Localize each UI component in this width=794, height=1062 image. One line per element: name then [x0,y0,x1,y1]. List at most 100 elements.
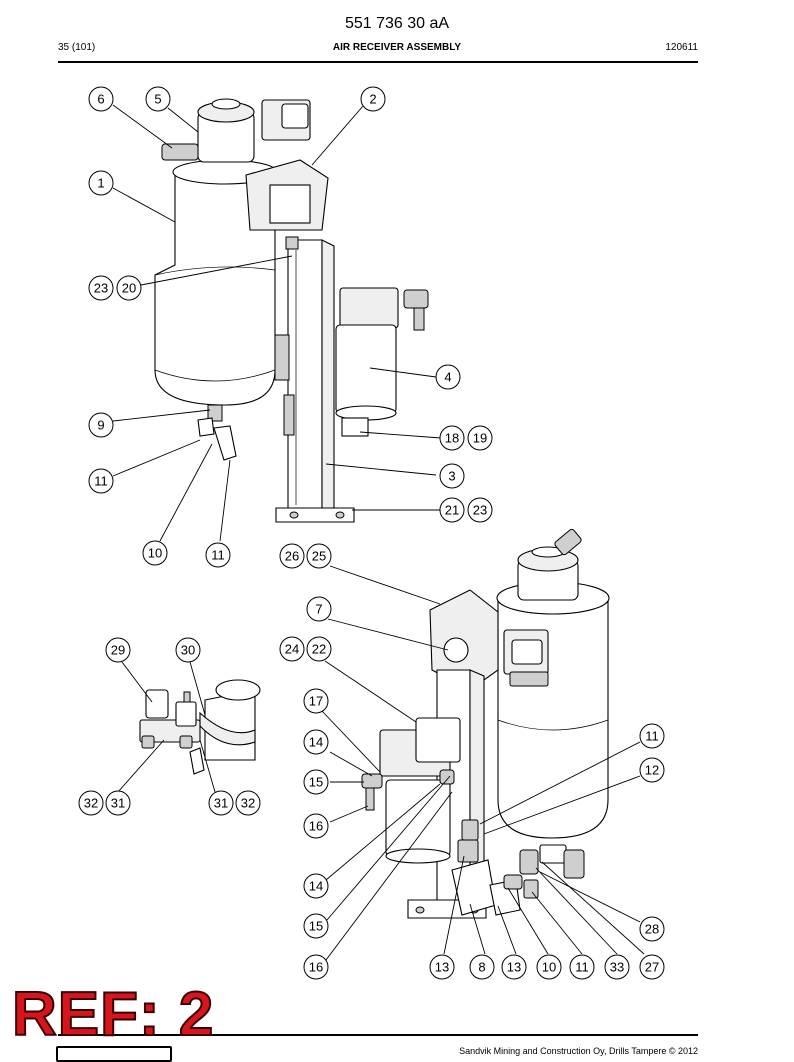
callout-2-label: 2 [369,92,376,107]
callout-6-label: 6 [97,92,104,107]
document-part-number: 551 736 30 aA [344,15,450,32]
callout-1-label: 1 [97,176,104,191]
footer-copyright: Sandvik Mining and Construction Oy, Dril… [459,1046,698,1056]
callout-33-label: 33 [610,960,624,975]
callout-10-lower-label: 10 [542,960,556,975]
callout-7: 7 [306,596,332,622]
callout-8-label: 8 [478,960,485,975]
callout-17: 17 [303,688,329,714]
callout-33: 33 [604,954,630,980]
callout-20: 20 [116,275,142,301]
callout-21: 21 [439,497,465,523]
callout-23-upper-label: 23 [94,281,108,296]
callout-7-label: 7 [315,602,322,617]
callout-11-lower-drain-label: 11 [575,960,589,975]
callout-10-upper: 10 [142,540,168,566]
callout-9-label: 9 [97,418,104,433]
callout-2: 2 [360,86,386,112]
callout-10-upper-label: 10 [148,546,162,561]
callout-22: 22 [306,636,332,662]
callout-26: 26 [279,543,305,569]
callout-22-label: 22 [312,642,326,657]
callout-11-lower-right: 11 [639,723,665,749]
callout-23-base-label: 23 [473,503,487,518]
callout-13-right: 13 [501,954,527,980]
callout-27-label: 27 [645,960,659,975]
callout-12-label: 12 [645,763,659,778]
callout-18: 18 [439,425,465,451]
callout-19: 19 [467,425,493,451]
callout-14-upper: 14 [303,729,329,755]
callout-11-lower-right-label: 11 [645,729,659,744]
callout-8: 8 [469,954,495,980]
callout-26-label: 26 [285,549,299,564]
callout-5-label: 5 [154,92,161,107]
upper-assembly-illustration [154,98,429,523]
callout-15-upper: 15 [303,769,329,795]
callout-13-left: 13 [429,954,455,980]
callout-31-right: 31 [208,790,234,816]
callout-13-right-label: 13 [507,960,521,975]
footer-rule [58,1034,698,1036]
callout-10-lower: 10 [536,954,562,980]
callout-1: 1 [88,170,114,196]
page-title: AIR RECEIVER ASSEMBLY [332,42,462,53]
callout-15-upper-label: 15 [309,775,323,790]
callout-31-left-label: 31 [111,796,125,811]
callout-17-label: 17 [309,694,323,709]
callout-3-label: 3 [448,469,455,484]
callout-6: 6 [88,86,114,112]
callout-13-left-label: 13 [435,960,449,975]
header-rule [58,61,698,63]
callout-5: 5 [145,86,171,112]
page-number: 35 (101) [58,42,96,53]
callout-25: 25 [306,543,332,569]
callout-32-right: 32 [235,790,261,816]
callout-19-label: 19 [473,431,487,446]
callout-11-upper-drain: 11 [205,542,231,568]
callout-24-label: 24 [285,642,299,657]
callout-11-lower-drain: 11 [569,954,595,980]
callout-24: 24 [279,636,305,662]
callout-29: 29 [105,637,131,663]
callout-30: 30 [175,637,201,663]
callout-31-right-label: 31 [214,796,228,811]
callout-30-label: 30 [181,643,195,658]
callout-18-label: 18 [445,431,459,446]
lower-assembly-illustration [361,528,610,919]
callout-32-left-label: 32 [84,796,98,811]
callout-14-upper-label: 14 [309,735,323,750]
callout-16-lower: 16 [303,954,329,980]
callout-14-lower: 14 [303,873,329,899]
callout-9: 9 [88,412,114,438]
callout-29-label: 29 [111,643,125,658]
valve-detail-illustration [139,679,261,775]
callout-32-right-label: 32 [241,796,255,811]
callout-12: 12 [639,757,665,783]
callout-15-lower: 15 [303,913,329,939]
callout-14-lower-label: 14 [309,879,323,894]
callout-23-base: 23 [467,497,493,523]
callout-20-label: 20 [122,281,136,296]
callout-16-lower-label: 16 [309,960,323,975]
callout-23-upper: 23 [88,275,114,301]
callout-16-upper-label: 16 [309,819,323,834]
callout-11-upper-drain-label: 11 [211,548,225,563]
callout-16-upper: 16 [303,813,329,839]
callout-4-label: 4 [444,370,451,385]
callout-27: 27 [639,954,665,980]
callout-11-upper-left: 11 [88,468,114,494]
callout-21-label: 21 [445,503,459,518]
callout-4: 4 [435,364,461,390]
callout-15-lower-label: 15 [309,919,323,934]
callout-32-left: 32 [78,790,104,816]
callout-28-label: 28 [645,922,659,937]
date-code: 120611 [665,42,698,53]
callout-31-left: 31 [105,790,131,816]
callout-11-upper-left-label: 11 [94,474,108,489]
ref-stamp: REF: 2 [11,980,215,1049]
callout-3: 3 [439,463,465,489]
callout-28: 28 [639,916,665,942]
callout-25-label: 25 [312,549,326,564]
